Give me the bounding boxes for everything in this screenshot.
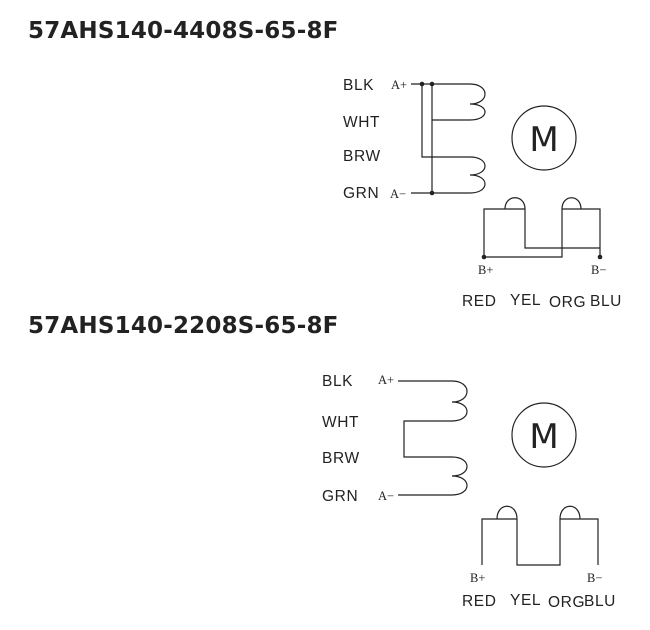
wire-label-red: RED bbox=[462, 293, 497, 310]
wire-label-grn: GRN bbox=[322, 488, 358, 505]
wire-label-blk: BLK bbox=[322, 373, 353, 390]
wire-label-yel: YEL bbox=[510, 592, 541, 609]
phase-b-windings bbox=[481, 197, 603, 260]
wire-label-org: ORG bbox=[548, 594, 585, 611]
terminal-a-plus: A+ bbox=[391, 78, 407, 92]
wire-label-grn: GRN bbox=[343, 185, 379, 202]
motor-symbol: M bbox=[511, 105, 577, 171]
wire-label-brw: BRW bbox=[343, 148, 381, 165]
terminal-b-plus: B+ bbox=[478, 263, 493, 277]
terminal-a-minus: A− bbox=[378, 489, 394, 503]
model-title-parallel: 57AHS140-4408S-65-8F bbox=[28, 18, 339, 44]
wire-label-blu: BLU bbox=[590, 293, 622, 310]
wiring-diagram-parallel: BLK WHT BRW GRN A+ A− M bbox=[343, 77, 622, 311]
wire-label-wht: WHT bbox=[322, 414, 359, 431]
phase-a-windings bbox=[398, 380, 468, 496]
terminal-b-minus: B− bbox=[587, 571, 602, 585]
terminal-a-plus: A+ bbox=[378, 373, 394, 387]
terminal-b-minus: B− bbox=[591, 263, 606, 277]
terminal-b-plus: B+ bbox=[470, 571, 485, 585]
motor-symbol: M bbox=[511, 402, 577, 468]
motor-label: M bbox=[529, 417, 558, 457]
wire-label-red: RED bbox=[462, 593, 497, 610]
wire-label-yel: YEL bbox=[510, 292, 541, 309]
wiring-diagram-series: BLK WHT BRW GRN A+ A− M B+ B− RED YEL OR… bbox=[322, 373, 616, 611]
motor-label: M bbox=[529, 120, 558, 160]
wire-label-org: ORG bbox=[549, 294, 586, 311]
wire-label-brw: BRW bbox=[322, 450, 360, 467]
model-title-series: 57AHS140-2208S-65-8F bbox=[28, 313, 339, 339]
wire-label-blu: BLU bbox=[584, 593, 616, 610]
phase-a-windings bbox=[411, 81, 486, 196]
wire-label-wht: WHT bbox=[343, 114, 380, 131]
phase-b-windings bbox=[481, 505, 599, 566]
terminal-a-minus: A− bbox=[390, 187, 406, 201]
wire-label-blk: BLK bbox=[343, 77, 374, 94]
